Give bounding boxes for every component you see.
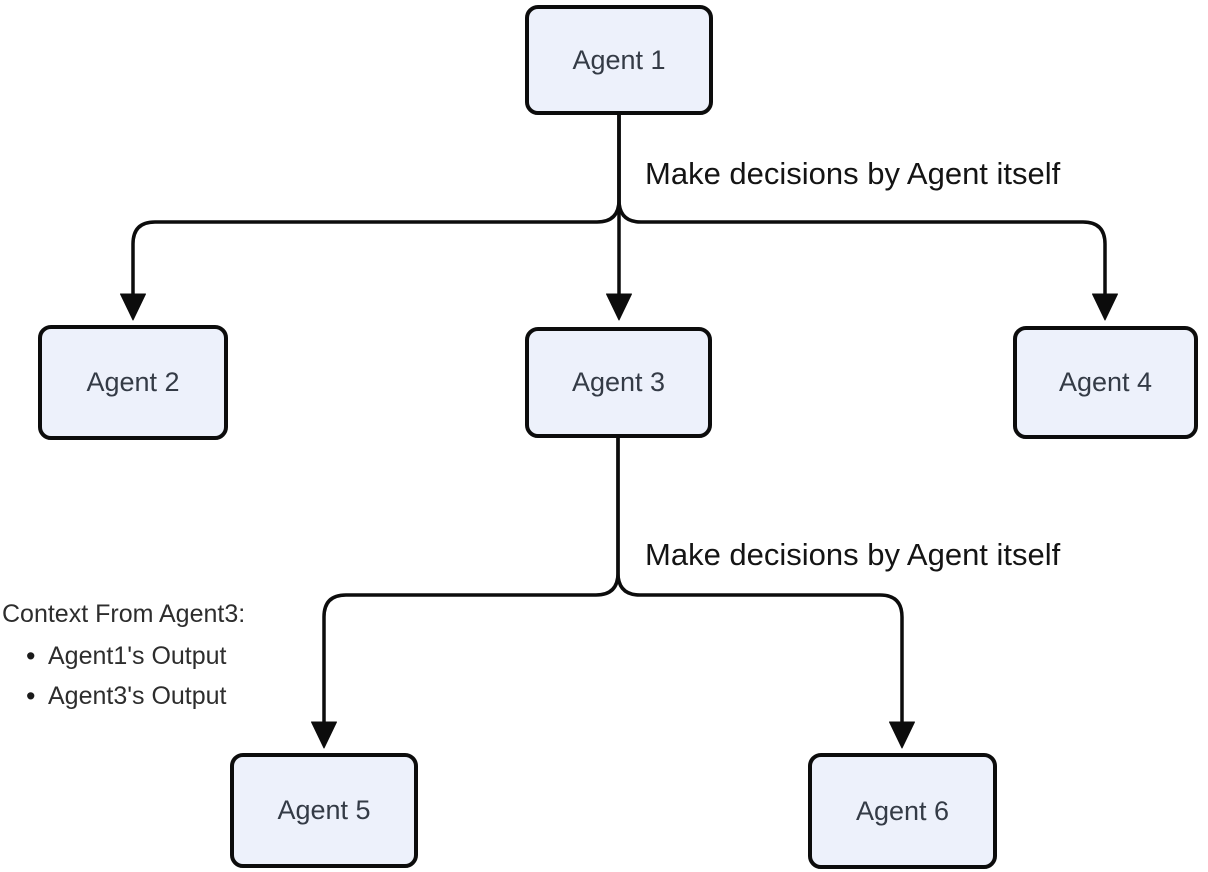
node-agent-5: Agent 5 [230,753,418,868]
node-agent-2-label: Agent 2 [86,367,180,397]
node-agent-5-label: Agent 5 [277,795,371,825]
node-agent-3-label: Agent 3 [571,367,666,397]
arrowhead-agent5 [311,721,337,749]
node-agent-2: Agent 2 [38,325,228,440]
node-agent-1: Agent 1 [525,5,713,115]
context-annotation-title: Context From Agent3: [2,600,246,628]
arrowhead-agent2 [120,293,146,321]
context-annotation-item: Agent3's Output [26,676,245,716]
context-annotation-item: Agent1's Output [26,636,245,676]
node-agent-4: Agent 4 [1013,326,1198,439]
edge-agent1-agent4 [617,115,1107,294]
node-agent-6-label: Agent 6 [855,795,950,826]
node-agent-1-label: Agent 1 [572,44,666,75]
node-agent-6: Agent 6 [808,753,997,869]
edge-label-bottom: Make decisions by Agent itself [645,537,1061,572]
node-agent-3: Agent 3 [525,327,712,438]
edge-label-top: Make decisions by Agent itself [645,156,1061,191]
arrowhead-agent4 [1092,293,1118,321]
arrowhead-agent3 [606,293,632,321]
node-agent-4-label: Agent 4 [1058,367,1153,397]
edge-agent3-agent6 [616,438,904,722]
context-annotation-list: Agent1's Output Agent3's Output [2,636,245,716]
edge-agent1-agent2 [131,115,621,294]
context-annotation: Context From Agent3: Agent1's Output Age… [2,598,245,716]
arrowhead-agent6 [889,721,915,749]
edge-agent3-agent5 [322,438,620,722]
